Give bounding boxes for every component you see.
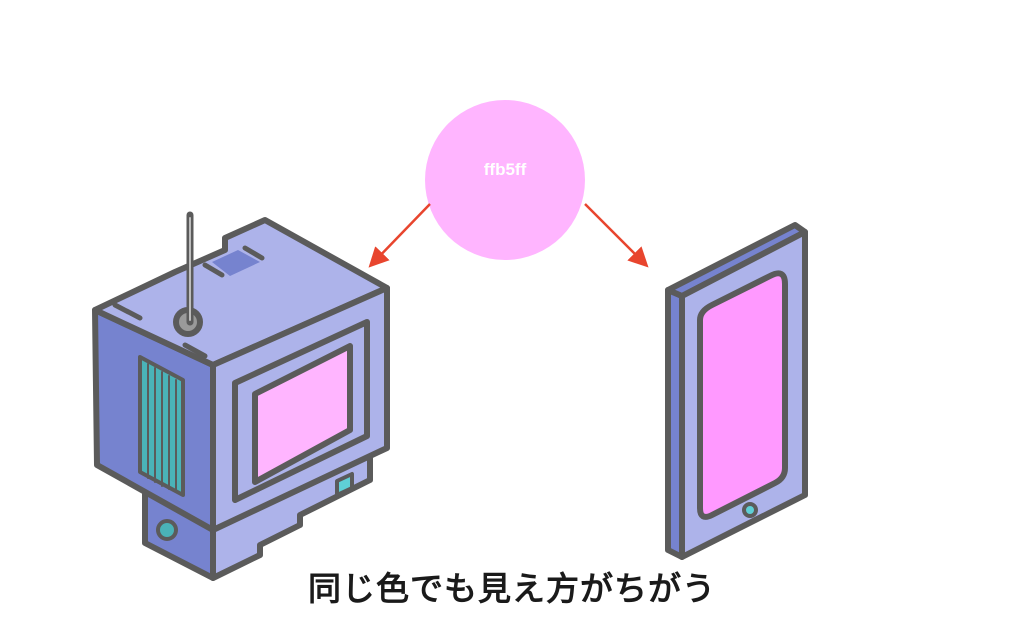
smartphone-icon bbox=[665, 222, 808, 560]
arrow-to-tv bbox=[368, 203, 431, 268]
color-code-label: ffb5ff bbox=[483, 160, 527, 179]
caption: 同じ色でも見え方がちがう bbox=[308, 569, 716, 608]
color-swatch-circle bbox=[425, 100, 585, 260]
arrow-to-phone bbox=[584, 203, 649, 268]
tv-icon bbox=[92, 211, 390, 581]
